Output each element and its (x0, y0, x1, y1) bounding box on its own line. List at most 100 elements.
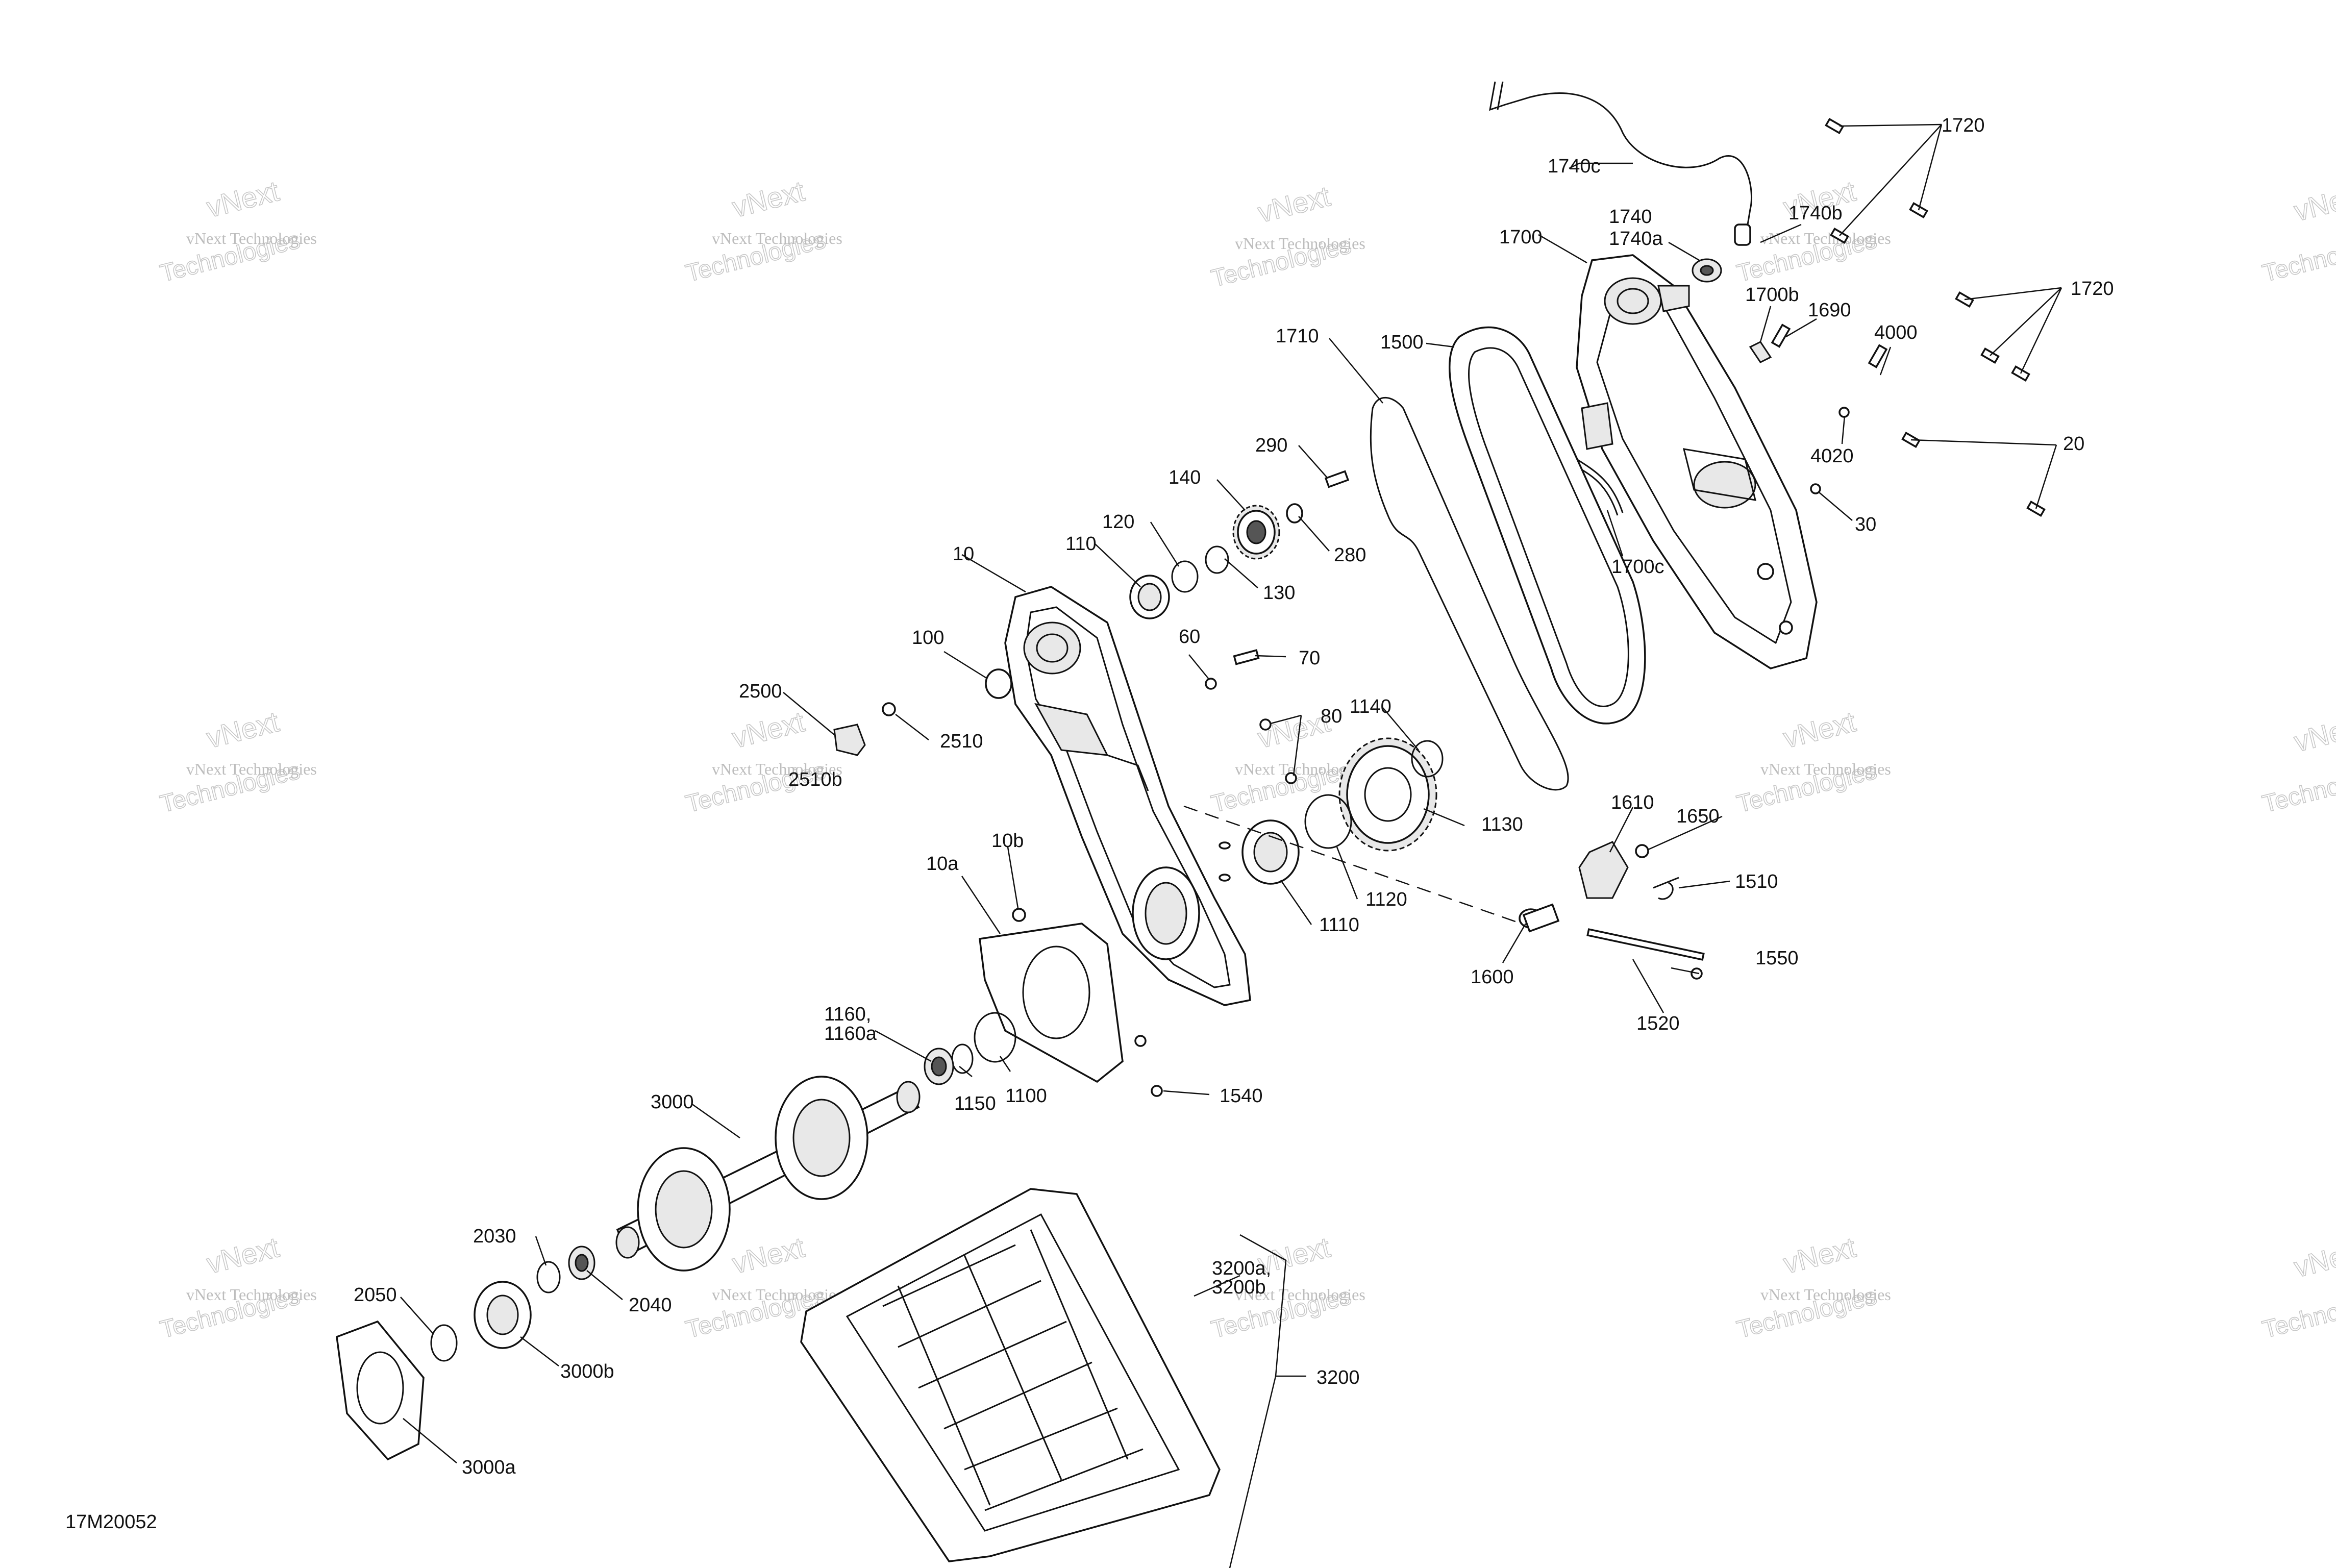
callout-1710: 1710 (1276, 326, 1319, 347)
callout-2040: 2040 (629, 1295, 672, 1316)
tensioner-block-1610 (1578, 841, 1629, 899)
adjuster-screw-1520 (1586, 928, 1705, 961)
flange-3000a (336, 1320, 425, 1461)
leader-lines (400, 123, 2062, 1568)
callout-4020: 4020 (1810, 445, 1854, 467)
watermark-vnext: vNext (729, 1231, 808, 1280)
spacer-130 (1205, 545, 1229, 574)
watermark-text: vNext Technologies (712, 229, 842, 247)
callout-1700c: 1700c (1611, 556, 1664, 578)
callout-labels: 1740c 1720 1740b 1740 1740a 1700 1700b 1… (354, 115, 2114, 1478)
watermark-vnext: vNext (204, 1231, 283, 1280)
callout-20: 20 (2063, 433, 2084, 455)
watermark-text: vNext Technologies (186, 1285, 317, 1304)
nut-80 (1259, 718, 1272, 731)
damper-2500 (833, 724, 866, 756)
callout-1600: 1600 (1471, 966, 1514, 988)
snap-ring-1140 (1411, 740, 1444, 778)
screw-70 (1233, 649, 1260, 665)
washer-4020 (1838, 407, 1850, 418)
callout-110: 110 (1065, 533, 1097, 555)
plug-60 (1205, 678, 1217, 690)
callout-1740: 1740 (1609, 206, 1652, 228)
ring-2050 (430, 1324, 458, 1362)
chain-1500 (1449, 326, 1646, 725)
watermark-technologies: Technologies (2260, 1283, 2336, 1343)
callout-1160a: 1160a (824, 1023, 877, 1044)
seal-1740 (1692, 258, 1722, 283)
callout-120: 120 (1102, 511, 1134, 533)
bolt-1690 (1771, 323, 1791, 348)
drive-sprocket (637, 1147, 731, 1272)
bearing-1160 (924, 1048, 954, 1085)
callout-1550: 1550 (1755, 948, 1799, 969)
callout-1720-upper: 1720 (1942, 115, 1985, 136)
ring-1100 (974, 1012, 1016, 1063)
watermark-vnext: vNext (2291, 178, 2336, 227)
ring-1120 (1304, 794, 1352, 849)
callout-280: 280 (1334, 544, 1366, 566)
callout-1740c: 1740c (1548, 156, 1601, 177)
callout-1540: 1540 (1220, 1085, 1263, 1107)
callout-60: 60 (1179, 626, 1200, 648)
watermark: vNext Technologies (2259, 178, 2336, 288)
callout-130: 130 (1263, 582, 1295, 604)
watermark-technologies: Technologies (2260, 227, 2336, 287)
callout-10a: 10a (926, 853, 959, 875)
drive-sprocket (775, 1076, 868, 1200)
watermark-vnext: vNext (729, 705, 808, 754)
bolt-290 (1324, 470, 1350, 488)
retainer-1700b (1749, 341, 1772, 363)
callout-1520: 1520 (1636, 1013, 1680, 1034)
callout-1610: 1610 (1611, 792, 1654, 813)
washer-280 (1286, 503, 1303, 524)
clip-1650 (1635, 844, 1649, 858)
watermark-vnext: vNext (1780, 705, 1859, 754)
callout-1650: 1650 (1676, 806, 1720, 827)
nut-10b (1012, 908, 1026, 922)
callout-3000b: 3000b (560, 1361, 614, 1382)
callout-80: 80 (1321, 706, 1342, 727)
watermark-text: vNext Technologies (712, 1285, 842, 1304)
watermark-vnext: vNext (2291, 709, 2336, 758)
watermark-text: vNext Technologies (712, 760, 842, 778)
callout-3000: 3000 (651, 1091, 694, 1113)
callout-4000: 4000 (1874, 322, 1918, 343)
callout-1160: 1160, (824, 1004, 871, 1025)
callout-3000a: 3000a (462, 1457, 516, 1478)
bearing-3000b (474, 1281, 532, 1349)
watermark: vNext Technologies (2259, 709, 2336, 818)
callout-30: 30 (1855, 514, 1876, 535)
watermark-vnext: vNext (1255, 180, 1334, 229)
callout-1140: 1140 (1350, 696, 1391, 717)
callout-2510: 2510 (940, 731, 983, 752)
diagram-id: 17M20052 (65, 1511, 157, 1533)
watermark-text: vNext Technologies (1235, 1285, 1365, 1304)
callout-10: 10 (953, 543, 974, 565)
callout-3200: 3200 (1316, 1367, 1360, 1388)
callout-1110: 1110 (1319, 914, 1359, 936)
chaincase-housing (1004, 586, 1251, 1006)
sprocket-140 (1232, 505, 1280, 560)
nut (1134, 1035, 1147, 1047)
watermark-vnext: vNext (729, 175, 808, 223)
nut-80 (1285, 772, 1297, 784)
watermark-text: vNext Technologies (1235, 234, 1365, 253)
track-3200 (800, 1188, 1221, 1562)
watermark-vnext: vNext (2291, 1234, 2336, 1283)
callout-1100: 1100 (1005, 1085, 1047, 1107)
tensioner-1600 (1519, 903, 1560, 933)
gasket-1710 (1370, 396, 1569, 791)
assembly-axis (1183, 805, 1536, 930)
callout-1740a: 1740a (1609, 228, 1663, 250)
ring-2030 (536, 1261, 561, 1293)
watermark-vnext: vNext (204, 175, 283, 223)
bolts-1720-right (1955, 291, 2030, 382)
callout-2510b: 2510b (788, 769, 842, 790)
snap-ring-120 (1171, 560, 1199, 593)
watermark-technologies: Technologies (2260, 757, 2336, 818)
watermark-vnext: vNext (1780, 1231, 1859, 1280)
callout-1700b: 1700b (1745, 284, 1799, 306)
dowel-pin (1219, 841, 1231, 850)
